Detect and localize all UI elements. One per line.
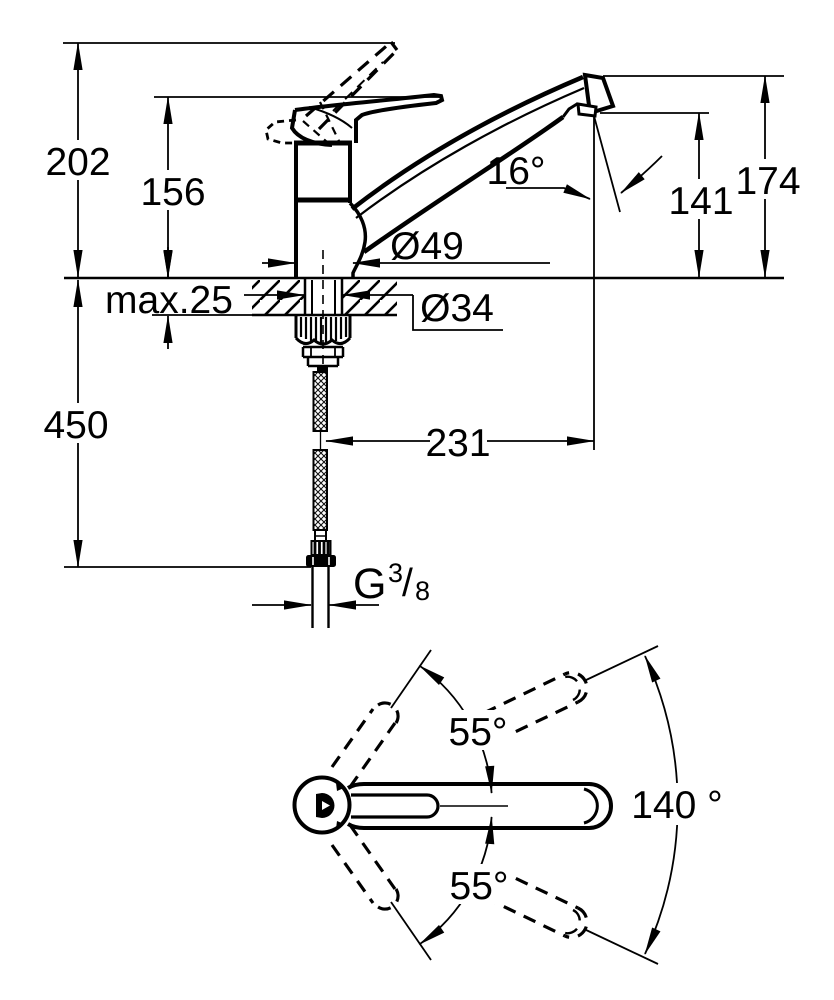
spout-head	[582, 72, 616, 116]
thread-denominator: 8	[415, 576, 430, 606]
knob-mark-notch	[322, 801, 330, 810]
angle-55-upper-bg	[444, 710, 512, 750]
dim-174-bg	[740, 159, 797, 199]
thread-label: G 3 / 8	[353, 558, 430, 608]
deck-cross-section	[252, 280, 397, 317]
thread-g: G	[353, 560, 386, 608]
dim-141-bg	[673, 179, 729, 219]
dim-156-label: 156	[140, 171, 205, 214]
supply-hose-upper	[312, 371, 328, 432]
top-view: 55° 55° 140 °	[292, 645, 724, 965]
side-view: 202 156 174 141 450 231 16° Ø49 max.25 Ø…	[43, 40, 801, 628]
hose-hex-nut	[306, 555, 336, 567]
handle-plan	[292, 775, 613, 835]
handle-cap-inner-arc	[583, 787, 599, 825]
angle-55-lower-label: 55°	[450, 865, 509, 908]
mounting-nut-sides	[294, 315, 352, 338]
spout	[350, 72, 616, 254]
neck-notch-lower	[336, 821, 344, 829]
raised-lever-mid-line	[332, 61, 384, 112]
angle16-arc-arrow	[620, 155, 663, 194]
ext-line-140-lower	[583, 928, 659, 965]
max-25-label: max.25	[105, 279, 233, 322]
top-view-extension-lines	[390, 645, 659, 965]
top-view-labels: 55° 55° 140 °	[444, 710, 724, 908]
mounting-hardware	[294, 250, 352, 372]
hidden-cartridge-line-1	[319, 101, 340, 142]
angle16-leader	[506, 184, 591, 200]
angle-140-bg	[631, 783, 724, 825]
base-flare	[348, 201, 368, 277]
angle-16-label: 16°	[487, 150, 546, 193]
dim-141-label: 141	[668, 180, 733, 223]
angle-55-lower-bg	[445, 864, 513, 904]
dim-450-bg	[48, 403, 105, 443]
deck-hatch-right	[342, 280, 397, 315]
thread-numerator: 3	[388, 558, 403, 588]
faucet-body	[294, 140, 368, 277]
dim-450-label: 450	[43, 404, 108, 447]
spout-pos-upper-right	[483, 670, 589, 743]
lever-raised-dashed	[264, 40, 399, 145]
ext-line-140-upper	[583, 645, 659, 682]
thread-slash: /	[402, 562, 413, 605]
spout-chin	[561, 102, 578, 118]
raised-lever-tip	[389, 41, 399, 51]
dim-202-bg	[50, 140, 106, 180]
raised-lever-upper-edge	[304, 40, 393, 118]
spout-outer-curve	[350, 74, 584, 211]
lever-pos-upper-left	[330, 701, 400, 788]
hose-collar	[317, 366, 328, 372]
lever-positions-dashed	[330, 670, 589, 940]
spout-highlight-curve	[355, 86, 585, 219]
handle-outline	[346, 782, 613, 830]
ext-line-55-lower	[390, 901, 432, 961]
hidden-cartridge-line-2	[302, 120, 328, 143]
dim-231-label: 231	[425, 422, 490, 465]
washer-upper-inner	[310, 347, 336, 357]
lever-pivot-cap	[289, 109, 333, 147]
dim-231-bg	[430, 421, 487, 461]
angle-55-upper-label: 55°	[449, 711, 508, 754]
dia-34-label: Ø34	[420, 287, 494, 330]
raised-lever-lower-edge	[317, 48, 399, 131]
water-stream-angled	[593, 115, 621, 213]
dia34-leader	[412, 295, 503, 331]
dim-174-label: 174	[735, 160, 800, 203]
dia-49-label: Ø49	[390, 225, 464, 268]
supply-hose	[306, 371, 336, 628]
deck-hatch-left	[252, 280, 305, 315]
aerator	[576, 102, 598, 118]
angle-140-label: 140 °	[631, 784, 723, 827]
lever-outline	[294, 92, 445, 143]
mounting-nut-knurl	[299, 317, 348, 343]
spout-lower-curve	[362, 115, 565, 254]
connection-pipe	[311, 567, 330, 628]
lever-pos-lower-left	[330, 824, 400, 911]
handle-inner-slot	[351, 793, 440, 819]
hidden-lever-tail	[264, 118, 297, 145]
hose-hex-nut-highlights	[312, 557, 330, 565]
lever-solid	[289, 92, 445, 147]
neck-notch-upper	[336, 783, 344, 791]
hose-nut-knurl-lines	[313, 542, 330, 554]
dim-202-label: 202	[45, 141, 110, 184]
supply-hose-lower	[312, 449, 328, 531]
spout-pos-lower-right	[483, 867, 589, 940]
dim-156-bg	[145, 170, 201, 210]
lever-crease	[308, 106, 353, 129]
ext-line-55-upper	[390, 649, 432, 709]
side-view-labels: 202 156 174 141 450 231 16° Ø49 max.25 Ø…	[43, 140, 801, 608]
